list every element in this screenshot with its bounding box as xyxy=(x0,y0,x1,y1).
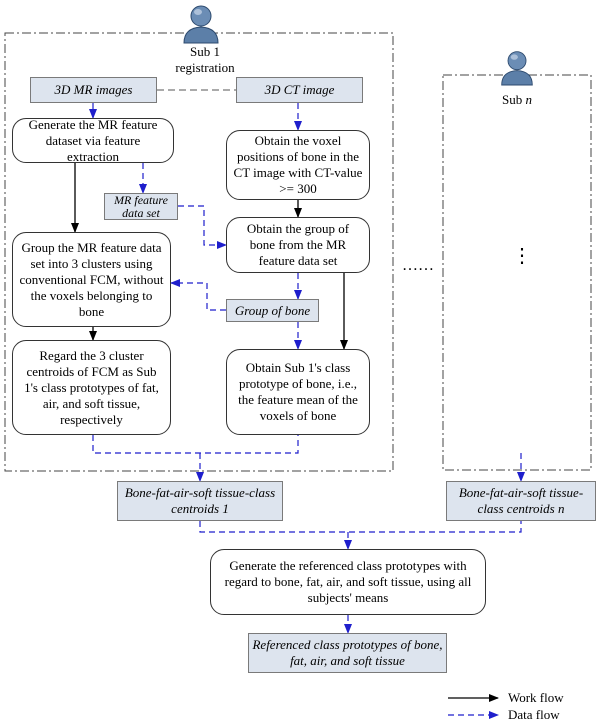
horizontal-ellipsis: …… xyxy=(402,257,434,274)
centroids-n-box: Bone-fat-air-soft tissue-class centroids… xyxy=(446,481,596,521)
centroids-1-label: Bone-fat-air-soft tissue-class centroids… xyxy=(124,485,276,516)
generate-mr-dataset-box: Generate the MR feature dataset via feat… xyxy=(12,116,174,164)
mr-feature-dataset-label: MR feature data set xyxy=(114,192,168,220)
flow-featureset-to-obtain-group xyxy=(178,205,227,249)
subject-n-frame xyxy=(442,74,592,471)
person-icon xyxy=(183,5,219,44)
obtain-voxel-positions-box: Obtain the voxel positions of bone in th… xyxy=(226,130,370,200)
person-icon xyxy=(501,51,533,86)
flow-group-bone-to-fcm xyxy=(170,279,226,311)
subject-n-prefix: Sub xyxy=(502,92,523,107)
subject-1-label: Sub 1 registration xyxy=(175,44,235,75)
mr-images-box: 3D MR images xyxy=(30,77,157,103)
legend-work-flow-label: Work flow xyxy=(508,690,564,705)
group-of-bone-label: Group of bone xyxy=(234,302,311,318)
centroids-n-prefix: Bone-fat-air-soft tissue-class centroids xyxy=(458,485,584,516)
flow-sub1-to-centroids xyxy=(92,435,299,454)
ct-image-label: 3D CT image xyxy=(264,82,335,97)
mr-images-label: 3D MR images xyxy=(54,82,133,97)
group-fcm-box: Group the MR feature data set into 3 clu… xyxy=(12,232,171,327)
referenced-prototypes-label: Referenced class prototypes of bone, fat… xyxy=(252,637,443,668)
obtain-sub1-bone-box: Obtain Sub 1's class prototype of bone, … xyxy=(226,349,370,435)
obtain-sub1-bone-label: Obtain Sub 1's class prototype of bone, … xyxy=(238,360,358,423)
obtain-voxel-positions-label: Obtain the voxel positions of bone in th… xyxy=(233,133,363,196)
obtain-group-bone-label: Obtain the group of bone from the MR fea… xyxy=(246,221,350,268)
subject-n-index: n xyxy=(525,92,532,107)
referenced-prototypes-box: Referenced class prototypes of bone, fat… xyxy=(248,633,447,673)
flow-centroids-to-generate-ref xyxy=(199,521,522,533)
centroids-1-box: Bone-fat-air-soft tissue-class centroids… xyxy=(117,481,283,521)
generate-mr-dataset-label: Generate the MR feature dataset via feat… xyxy=(28,116,158,164)
vertical-ellipsis: ⋮ xyxy=(512,245,532,267)
legend-data-flow-label: Data flow xyxy=(508,707,560,722)
centroids-n-index: n xyxy=(557,501,565,516)
group-of-bone-box: Group of bone xyxy=(226,299,319,322)
centroids-n-label: Bone-fat-air-soft tissue-class centroids… xyxy=(447,485,595,517)
ct-image-box: 3D CT image xyxy=(236,77,363,103)
subject-n-label: Sub n xyxy=(487,92,547,108)
generate-referenced-label: Generate the referenced class prototypes… xyxy=(224,558,472,605)
group-fcm-label: Group the MR feature data set into 3 clu… xyxy=(19,239,164,319)
regard-centroids-box: Regard the 3 cluster centroids of FCM as… xyxy=(12,340,171,435)
obtain-group-bone-box: Obtain the group of bone from the MR fea… xyxy=(226,217,370,273)
mr-feature-dataset-box: MR feature data set xyxy=(104,193,178,220)
generate-referenced-box: Generate the referenced class prototypes… xyxy=(210,549,486,615)
regard-centroids-label: Regard the 3 cluster centroids of FCM as… xyxy=(24,347,159,427)
